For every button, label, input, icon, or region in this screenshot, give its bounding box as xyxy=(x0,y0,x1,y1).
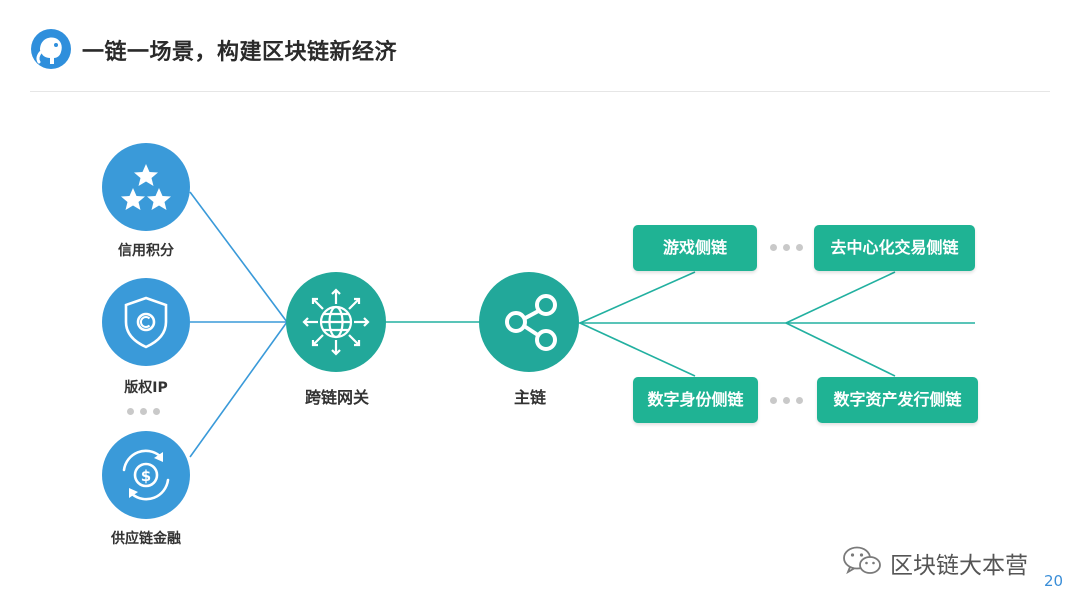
node-credit-score xyxy=(102,143,190,231)
stars-icon xyxy=(121,164,171,210)
footer-brand: 区块链大本营 xyxy=(890,553,1028,579)
label-main-chain: 主链 xyxy=(513,388,547,407)
copyright-shield-icon xyxy=(124,296,168,349)
globe-network-icon xyxy=(302,288,370,356)
label-credit-score: 信用积分 xyxy=(118,243,174,259)
node-cross-chain-gateway xyxy=(286,272,386,372)
connector-credit-gateway xyxy=(189,191,288,323)
branch-dex xyxy=(785,271,896,324)
svg-text:$: $ xyxy=(141,467,151,485)
elephant-logo-icon xyxy=(31,29,71,69)
side-chain-game: 游戏侧链 xyxy=(633,225,757,271)
label-cross-chain-gateway: 跨链网关 xyxy=(304,388,370,407)
page-number: 20 xyxy=(1044,572,1064,590)
ellipsis-dots-scenarios xyxy=(127,408,160,415)
node-supply-chain-finance: $ xyxy=(102,431,190,519)
branch-game xyxy=(579,271,696,324)
ellipsis-dots-top xyxy=(770,244,803,251)
ellipsis-dots-bottom xyxy=(770,397,803,404)
side-chain-dex: 去中心化交易侧链 xyxy=(814,225,975,271)
label-copyright: 版权IP xyxy=(124,380,168,396)
node-copyright xyxy=(102,278,190,366)
label-supply-chain-finance: 供应链金融 xyxy=(111,531,181,547)
side-chain-digital-identity: 数字身份侧链 xyxy=(633,377,758,423)
connector-supply-gateway xyxy=(189,321,288,458)
branch-asset xyxy=(785,322,896,377)
wechat-icon xyxy=(843,546,881,575)
page-title: 一链一场景，构建区块链新经济 xyxy=(82,40,398,65)
side-chain-digital-asset: 数字资产发行侧链 xyxy=(817,377,978,423)
branch-identity xyxy=(579,322,696,377)
header-divider xyxy=(30,91,1050,92)
share-icon xyxy=(505,294,557,351)
node-main-chain xyxy=(479,272,579,372)
dollar-cycle-icon xyxy=(122,449,170,501)
